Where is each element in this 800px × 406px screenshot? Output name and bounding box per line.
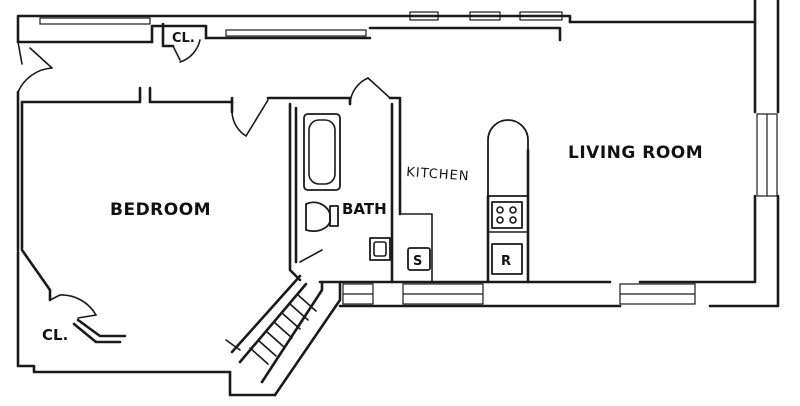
living-room-label: LIVING ROOM [568, 143, 703, 163]
interior-walls [20, 22, 530, 284]
bathtub-inner [308, 119, 336, 185]
kitchen-sink [407, 247, 431, 271]
bath-label: BATH [342, 200, 387, 218]
fixtures [303, 113, 529, 275]
peninsula [487, 119, 529, 197]
stairs [249, 294, 317, 365]
closet-bottom-label: CL. [42, 326, 68, 344]
cooktop [491, 201, 523, 229]
room-labels: BEDROOM BATH KITCHEN LIVING ROOM CL. CL.… [42, 31, 703, 344]
sink-label: S [413, 254, 422, 269]
kitchen-label: KITCHEN [406, 165, 470, 184]
closet-top-label: CL. [172, 31, 195, 46]
range-label: R [501, 254, 511, 269]
toilet [305, 201, 332, 232]
range [491, 243, 523, 275]
bedroom-label: BEDROOM [110, 200, 211, 220]
doors [17, 39, 391, 351]
bath-sink [369, 237, 391, 261]
windows [39, 11, 778, 305]
exterior-walls [16, 0, 780, 397]
bathtub [303, 113, 341, 191]
